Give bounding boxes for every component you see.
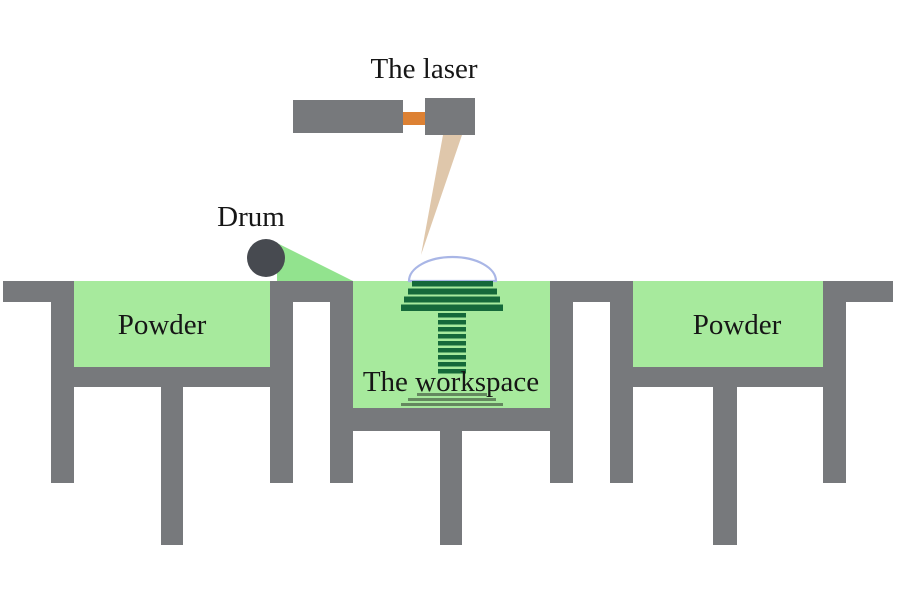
part-base-line [417,393,487,396]
right-bin-powder [633,281,823,367]
sintered-part [401,255,503,406]
part-stem-layer [438,320,466,325]
part-base-line [401,403,503,406]
right-bin-piston-plate [610,367,846,387]
part-cap-layer [412,281,493,287]
chamber-left-wall [330,281,353,483]
right-bin-piston-rod [713,387,737,545]
part-cap-layer [404,296,500,303]
left-bin-powder [74,281,270,367]
left-bin-piston-rod [161,387,183,545]
part-stem-layer [438,327,466,332]
part-stem-layer [438,348,466,353]
part-cap-layer [408,288,497,295]
laser-unit: The laser [293,53,478,255]
part-stem-layer [438,341,466,346]
right-powder-label: Powder [693,309,782,341]
laser-head [425,98,475,135]
laser-body [293,100,403,133]
part-cap-layer [401,304,503,311]
left-powder-label: Powder [118,309,207,341]
part-stem-layer [438,334,466,339]
left-bin-piston-plate [51,367,293,387]
drum-roller [247,239,285,277]
recoater: Drum [217,201,353,281]
part-stem-layer [438,369,466,374]
part-stem-layer [438,362,466,367]
melt-dome-outline [407,255,498,283]
drum-label: Drum [217,201,285,233]
part-base-line [408,398,496,401]
chamber-right-wall [550,281,573,483]
chamber-piston-plate [330,408,573,431]
build-chamber: The workspace [330,255,573,545]
laser-connector [403,112,425,125]
laser-label: The laser [370,53,477,85]
right-powder-bin: Powder [610,281,893,545]
chamber-piston-rod [440,431,462,545]
part-stem-layer [438,313,466,318]
part-stem-layer [438,355,466,360]
powder-spread-wedge [277,243,353,281]
laser-beam [421,135,462,255]
left-powder-bin: Powder [3,281,293,545]
workspace-label: The workspace [363,366,539,398]
